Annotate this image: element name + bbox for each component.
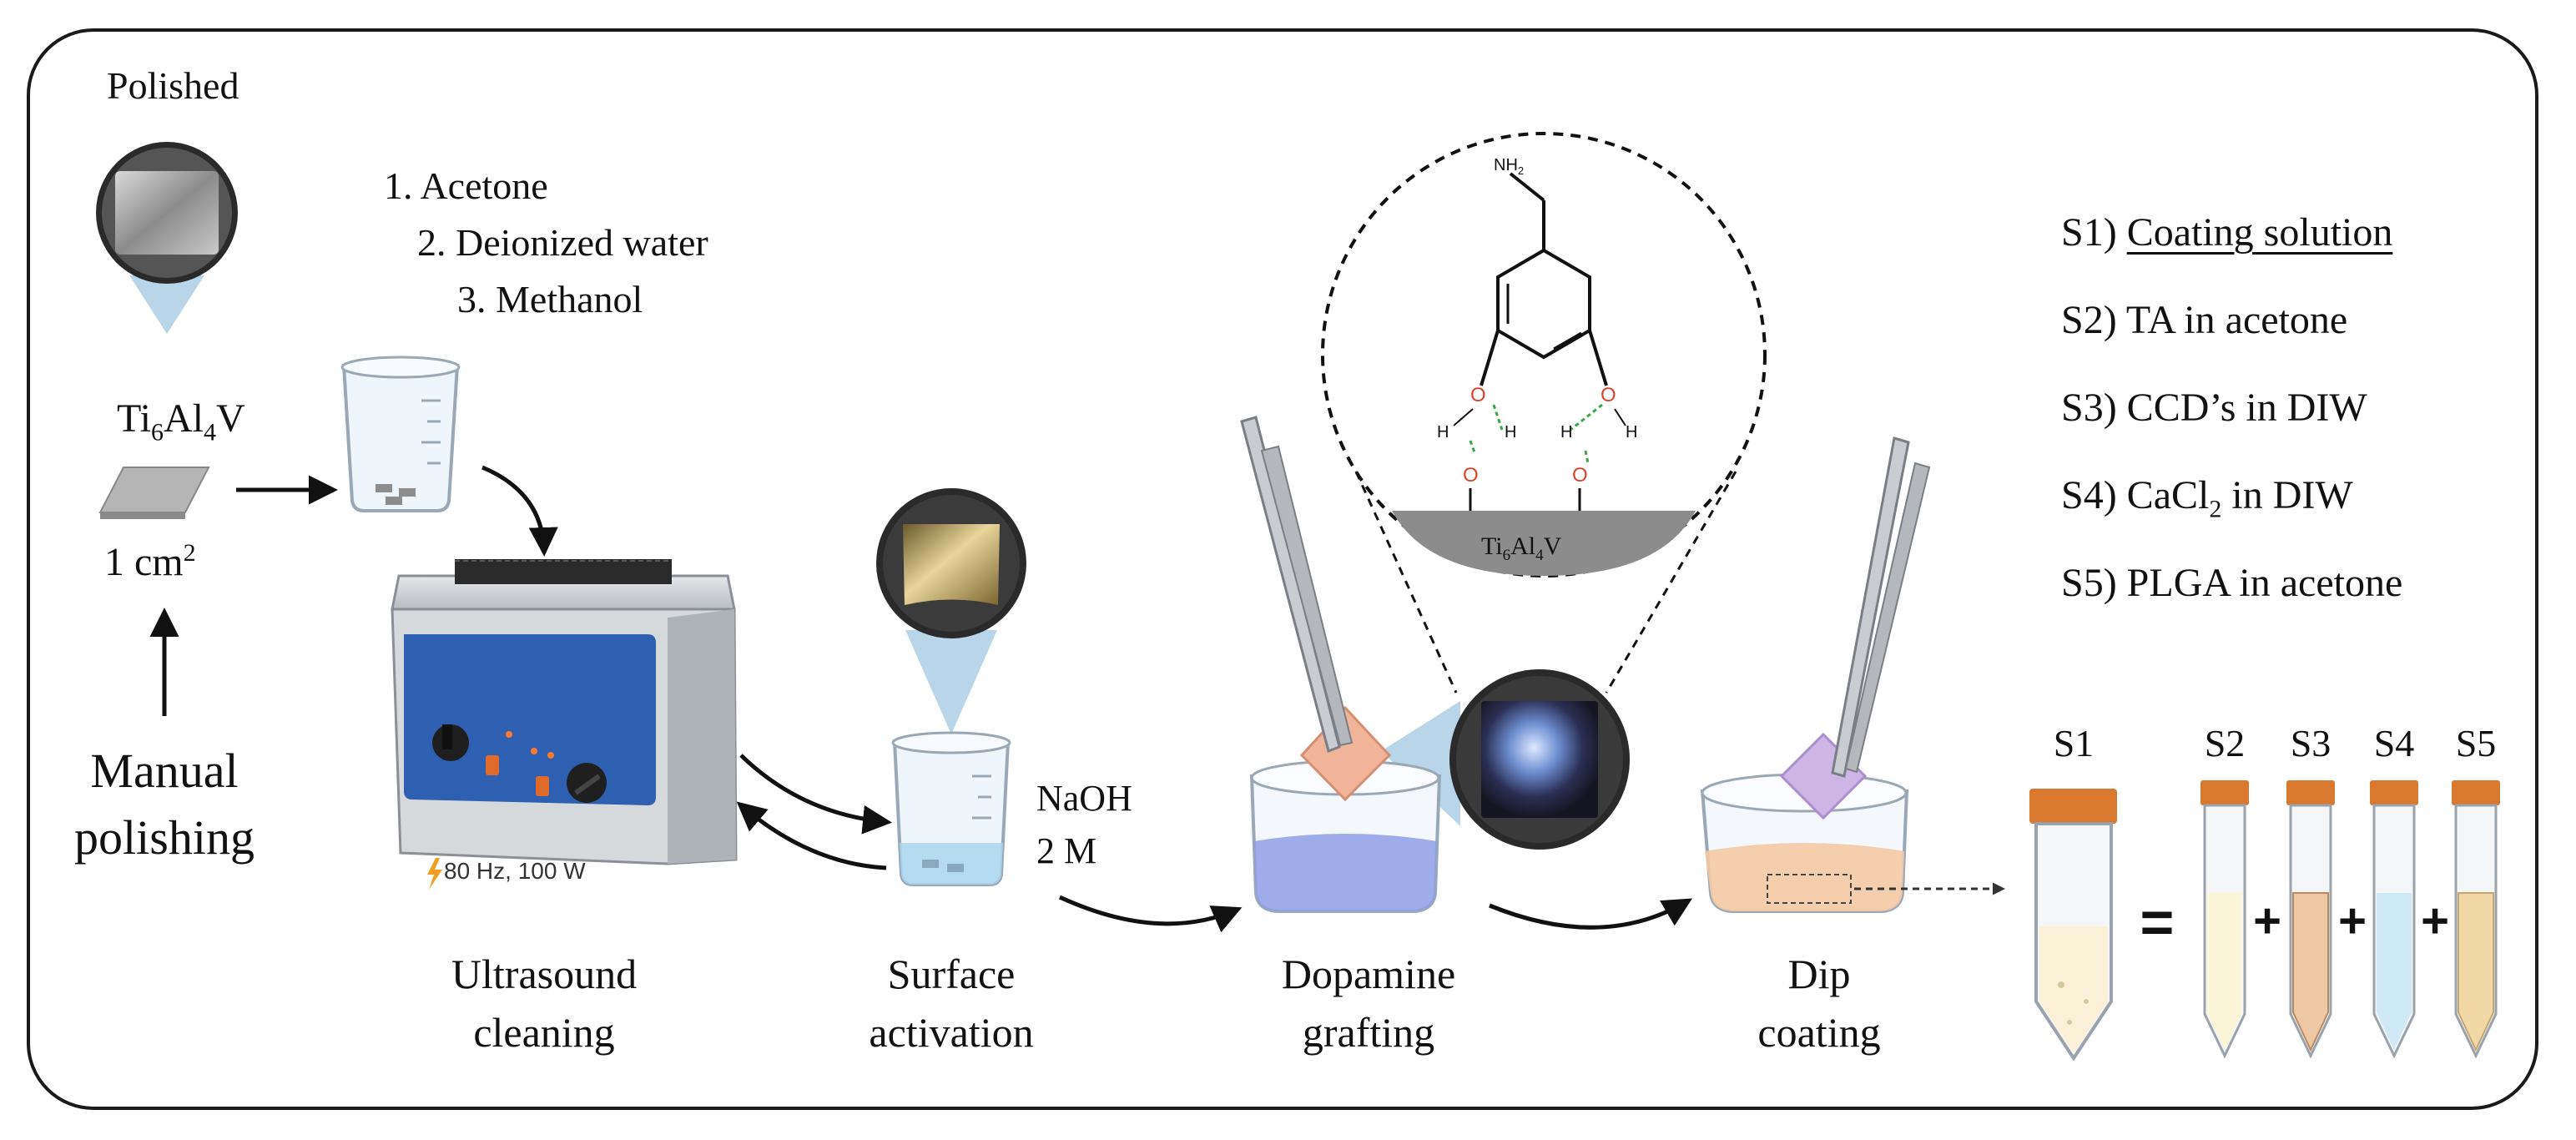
label-surface-2: activation [869, 1009, 1034, 1056]
molecule-oxygen-left: O [1470, 384, 1486, 406]
label-dip-1: Dip [1787, 951, 1851, 997]
tube-label-s1: S1 [2053, 722, 2095, 764]
surface-al: Al [1510, 532, 1536, 560]
solution-s4-suffix: in DIW [2221, 473, 2353, 517]
alloy-plate [98, 467, 210, 519]
dopamine-dish [1240, 416, 1442, 913]
tube-s1 [2029, 789, 2117, 1062]
alloy-sub-4: 4 [203, 418, 216, 446]
alloy-al: Al [163, 396, 204, 441]
molecule-h-2: H [1505, 423, 1517, 441]
tube-s2 [2200, 780, 2249, 1059]
solution-s1: S1) Coating solution [2061, 213, 2392, 253]
polished-sample-magnifier [96, 142, 238, 334]
tube-label-s4: S4 [2373, 722, 2415, 764]
plus-sign-2: + [2338, 894, 2367, 948]
diagram-frame [27, 28, 2538, 1110]
molecule-oxygen-surface-right: O [1572, 464, 1588, 487]
area-exponent: 2 [183, 539, 196, 567]
label-power: 80 Hz, 100 W [444, 858, 586, 884]
label-area: 1 cm2 [104, 541, 196, 583]
label-ultrasound-1: Ultrasound [451, 951, 638, 997]
label-dip-2: coating [1757, 1009, 1881, 1056]
solution-s4-sub: 2 [2209, 495, 2222, 523]
solution-s1-prefix: S1) [2061, 210, 2127, 255]
tube-label-s5: S5 [2455, 722, 2497, 764]
arrow-bath-to-activation [739, 754, 892, 835]
alloy-ti: Ti [117, 396, 151, 441]
tube-s4 [2370, 780, 2418, 1059]
molecule-surface-label: Ti6Al4V [1481, 532, 1562, 564]
tube-s5 [2452, 780, 2500, 1059]
nh2-sub: 2 [1517, 164, 1525, 177]
solution-s2: S2) TA in acetone [2061, 298, 2348, 342]
surface-ti: Ti [1481, 532, 1503, 560]
label-dopamine-2: grafting [1302, 1009, 1435, 1056]
tube-label-s3: S3 [2290, 722, 2332, 764]
solution-s1-text: Coating solution [2126, 210, 2393, 255]
naoh-beaker [891, 731, 1011, 886]
solution-s5: S5) PLGA in acetone [2061, 561, 2403, 605]
arrow-dopamine-to-dip [1489, 898, 1693, 930]
solution-s4: S4) CaCl2 in DIW [2061, 476, 2353, 522]
label-naoh: NaOH [1036, 778, 1132, 819]
solution-s4-prefix: S4) CaCl [2061, 473, 2210, 517]
solvent-beaker [340, 356, 461, 512]
arrow-activation-to-bath [736, 801, 887, 870]
label-ultrasound-2: cleaning [473, 1009, 615, 1056]
grafted-sample-magnifier [1381, 669, 1630, 850]
molecule-nh2: NH2 [1494, 157, 1524, 176]
area-base: 1 cm [104, 540, 184, 584]
molecule-oxygen-right: O [1601, 384, 1616, 406]
surface-sub-4: 4 [1535, 547, 1544, 564]
label-naoh-conc: 2 M [1036, 830, 1097, 871]
plus-sign-3: + [2421, 894, 2449, 948]
nh2-text: NH [1494, 156, 1518, 174]
arrow-beaker-to-bath [481, 465, 558, 557]
label-manual-polishing-2: polishing [74, 810, 255, 865]
surface-sub-6: 6 [1502, 547, 1511, 564]
solvent-step-3: 3. Methanol [457, 278, 643, 320]
arrow-activation-to-dopamine [1058, 895, 1243, 933]
solvent-step-2: 2. Deionized water [417, 221, 708, 264]
equals-sign: = [2140, 890, 2175, 955]
label-surface-1: Surface [887, 951, 1016, 997]
dopamine-molecule-zoom [1321, 132, 1767, 694]
surface-v: V [1543, 532, 1562, 560]
activated-sample-magnifier [876, 488, 1026, 734]
tube-s3 [2286, 780, 2335, 1059]
ultrasound-bath [391, 559, 738, 865]
tube-label-s2: S2 [2204, 722, 2246, 764]
alloy-sub-6: 6 [150, 418, 164, 446]
molecule-oxygen-surface-left: O [1463, 464, 1479, 487]
molecule-h-3: H [1560, 423, 1573, 441]
label-dopamine-1: Dopamine [1281, 951, 1456, 997]
label-polished: Polished [107, 64, 239, 107]
solvent-step-1: 1. Acetone [384, 164, 548, 207]
label-manual-polishing-1: Manual [90, 744, 239, 798]
label-alloy: Ti6Al4V [117, 399, 245, 446]
lightning-icon [427, 858, 442, 890]
dip-coating-dish [1700, 436, 1931, 913]
molecule-h-1: H [1437, 423, 1449, 441]
plus-sign-1: + [2253, 894, 2281, 948]
alloy-v: V [215, 396, 245, 441]
molecule-h-4: H [1626, 423, 1638, 441]
solution-s3: S3) CCD’s in DIW [2061, 386, 2367, 430]
